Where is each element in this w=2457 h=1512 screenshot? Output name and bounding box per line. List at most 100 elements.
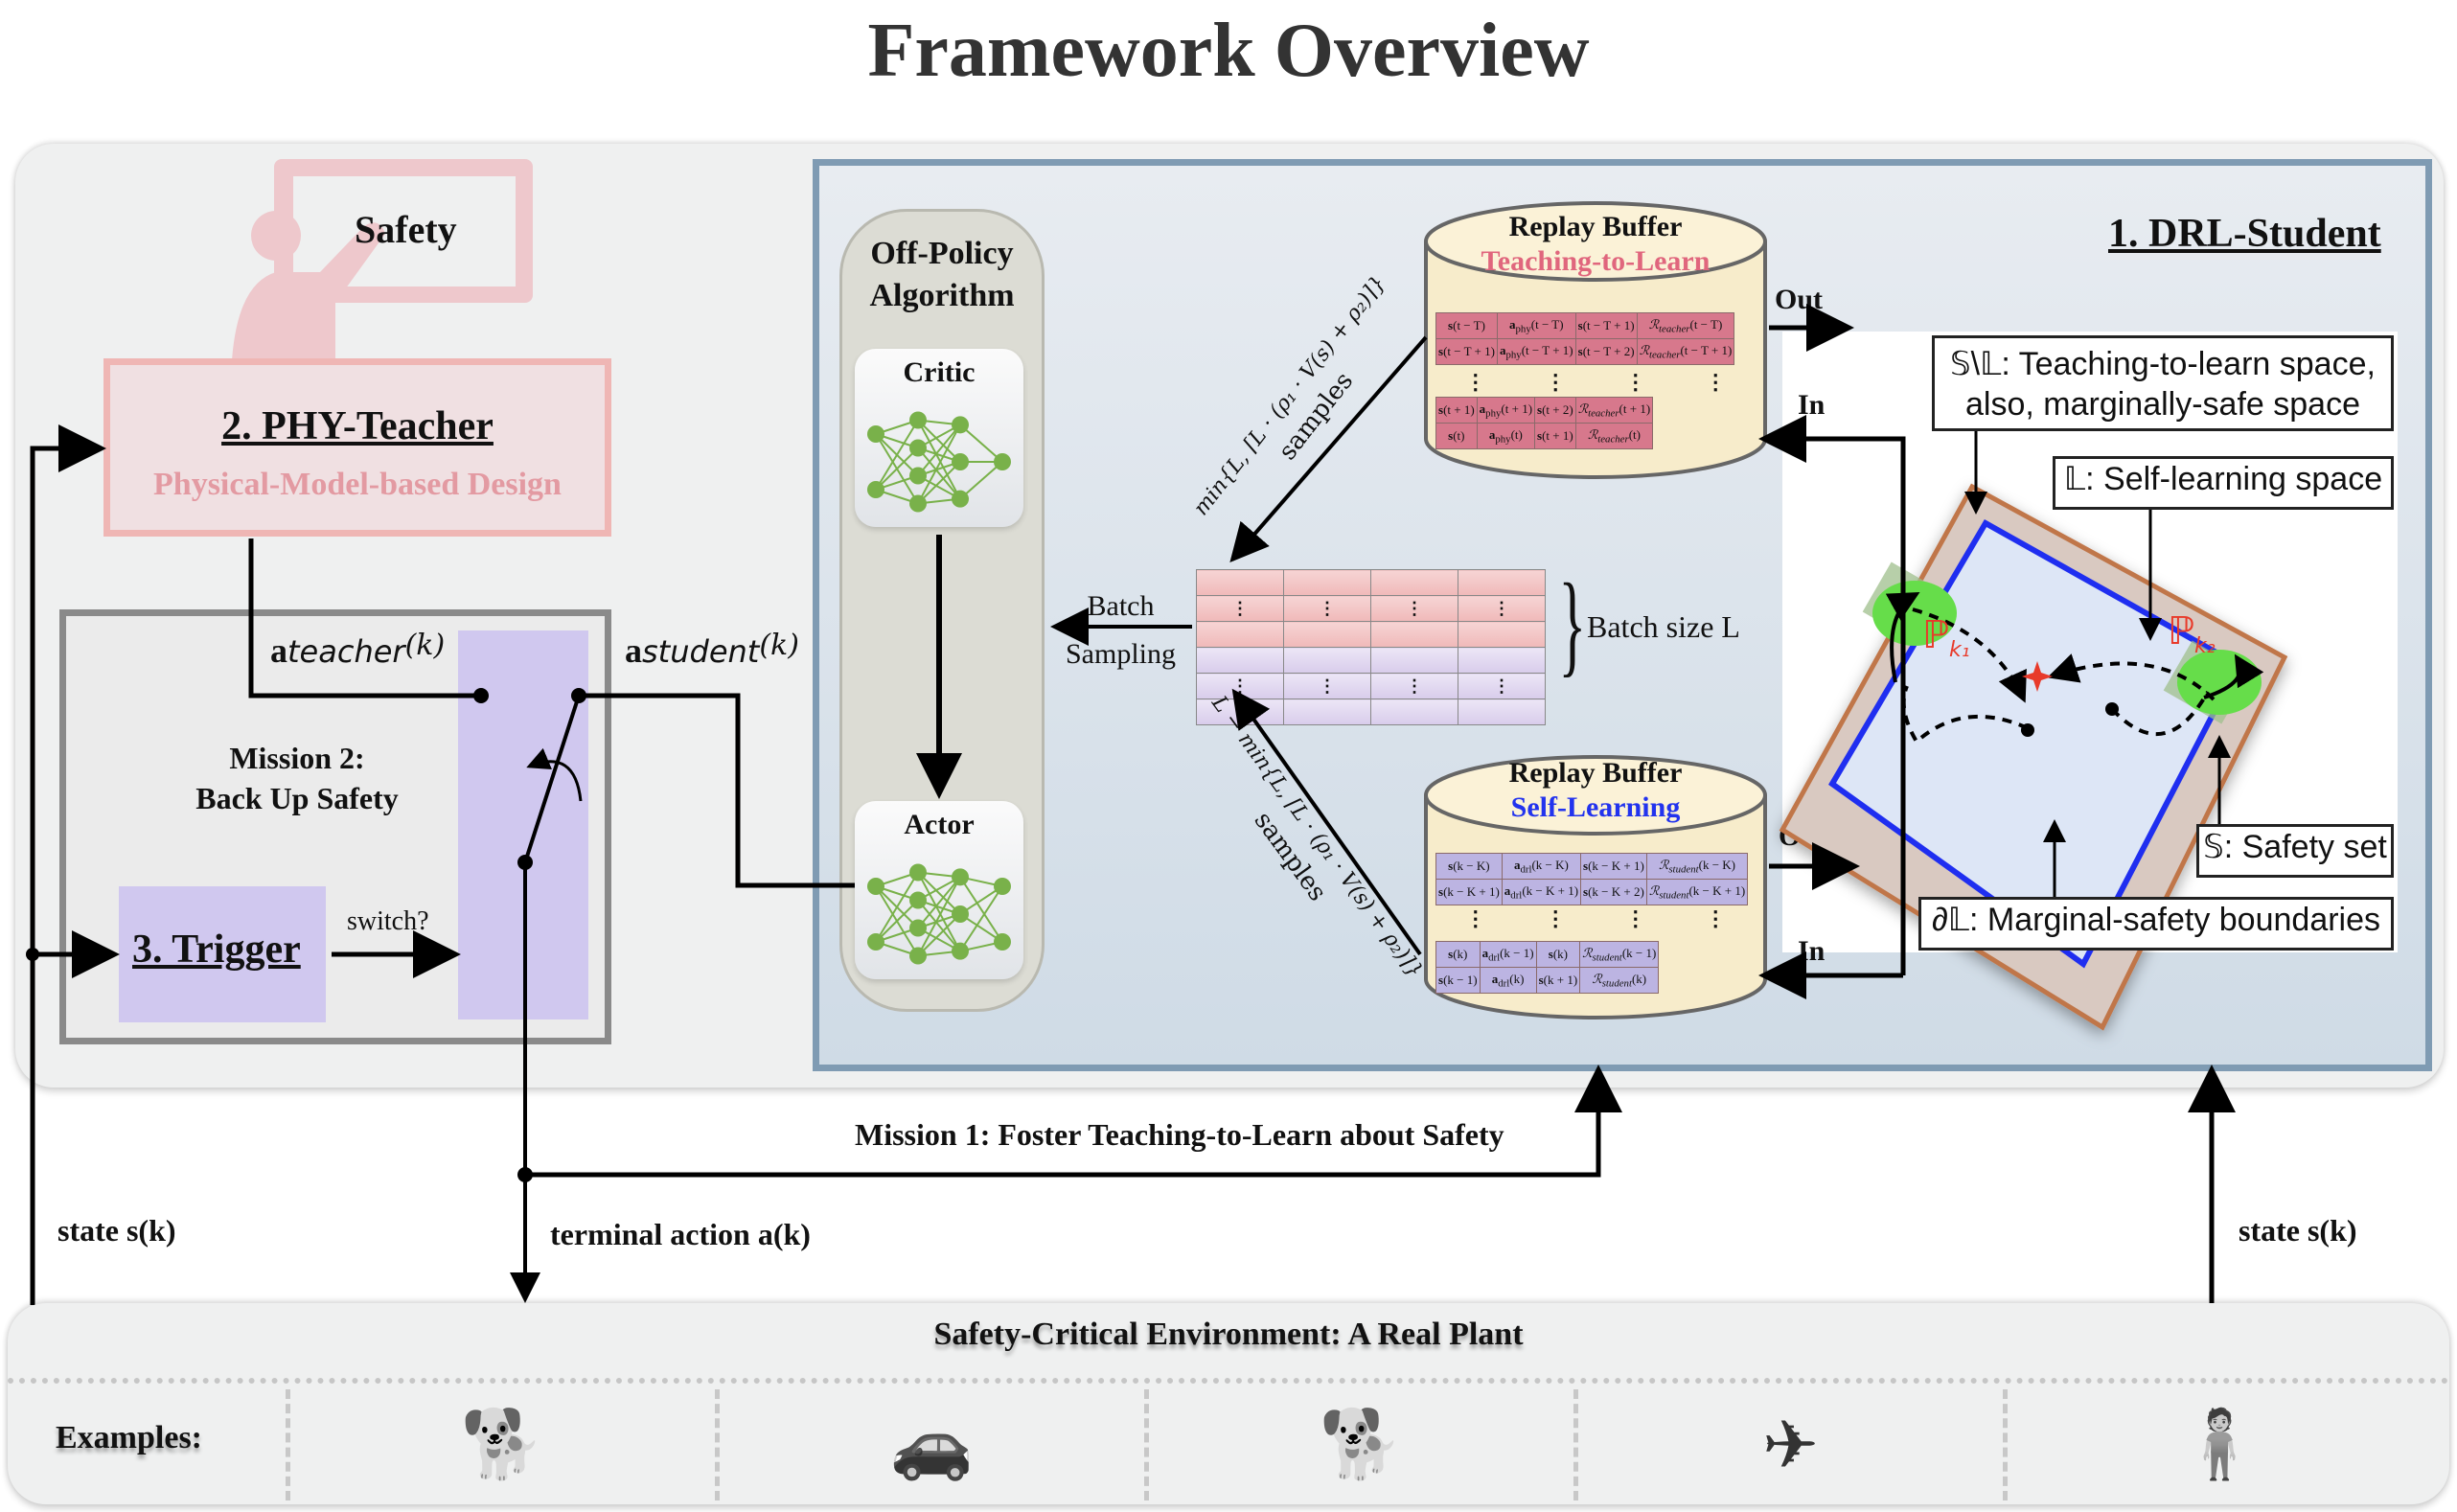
buffer-teach-in-label: In	[1798, 389, 1826, 421]
batch-size-label: Batch size L	[1587, 609, 1740, 644]
self-buffer-cell: s(k − K + 1)	[1435, 879, 1503, 905]
nn-edge	[875, 899, 919, 943]
nn-edge	[875, 447, 919, 491]
nn-edge	[917, 461, 961, 505]
mission2-line2: Back Up Safety	[195, 781, 399, 815]
teach-buffer-cell: s(t)	[1435, 423, 1478, 449]
nn-edge	[917, 913, 961, 957]
nn-node	[994, 453, 1011, 470]
buffer-self-in-label: In	[1798, 935, 1826, 967]
critic-card[interactable]: Critic	[855, 349, 1023, 527]
a-teacher-arg: (k)	[404, 629, 446, 662]
nn-node	[909, 863, 927, 882]
self-buffer-cell: ℛstudent(k − 1)	[1579, 941, 1660, 968]
replay-buffer-self[interactable]: Replay Buffer Self-Learning s(k − K)adrl…	[1422, 753, 1769, 1021]
a-teacher-sub: teacher	[287, 633, 405, 670]
nn-edge	[959, 876, 1003, 943]
pk1-label: ℙk₁	[1922, 613, 1970, 662]
teacher-board-icon: Safety	[220, 159, 537, 360]
pk1-symbol: ℙ	[1922, 613, 1950, 657]
buffer-teach-out-label: Out	[1775, 284, 1824, 315]
batch-line2: Sampling	[1066, 638, 1177, 670]
actor-label: Actor	[904, 809, 975, 840]
teach-buffer-cell: ℛteacher(t)	[1574, 423, 1654, 449]
nn-node	[952, 453, 969, 470]
example-quadruped-robot-black-icon: 🐕	[286, 1389, 715, 1501]
environment-panel: Safety-Critical Environment: A Real Plan…	[8, 1303, 2449, 1504]
nn-edge	[917, 876, 961, 929]
environment-divider	[8, 1378, 2449, 1384]
batch-label: Batch Sampling	[1066, 583, 1176, 678]
nn-node	[867, 933, 884, 951]
nn-edge	[875, 419, 919, 491]
teach-buffer-cell: s(t − T + 1)	[1574, 312, 1638, 339]
buffer-teach-table-bottom: s(t + 1)aphy(t + 1)s(t + 2)ℛteacher(t + …	[1435, 397, 1654, 449]
pk2-symbol: ℙ	[2168, 609, 2195, 653]
actor-network-icon	[867, 863, 1011, 965]
nn-edge	[917, 899, 961, 952]
nn-node	[994, 933, 1011, 951]
buffer-teach-dots: ⋮⋮⋮⋮	[1435, 370, 1756, 395]
batch-table: ⋮⋮⋮⋮ ⋮⋮⋮⋮	[1196, 569, 1546, 725]
example-quadrotor-drone-icon: ✈	[1573, 1389, 2003, 1501]
nn-edge	[917, 424, 961, 504]
pk1-sub: k₁	[1949, 638, 1970, 662]
self-buffer-cell: s(k − K)	[1435, 853, 1503, 880]
teaching-space-line2: also, marginally-safe space	[1965, 386, 2360, 423]
phy-teacher-box[interactable]: 2. PHY-Teacher Physical-Model-based Desi…	[103, 358, 611, 537]
self-buffer-row: s(k − K + 1)adrl(k − K + 1)s(k − K + 2)ℛ…	[1435, 879, 1749, 905]
self-buffer-cell: ℛstudent(k − K + 1)	[1645, 879, 1749, 905]
replay-buffer-teaching[interactable]: Replay Buffer Teaching-to-Learn s(t − T)…	[1422, 199, 1769, 485]
batch-row	[1196, 569, 1546, 596]
nn-edge	[917, 872, 961, 952]
self-buffer-cell: adrl(k)	[1479, 967, 1537, 994]
teach-buffer-row: s(t − T)aphy(t − T)s(t − T + 1)ℛteacher(…	[1435, 312, 1735, 339]
trigger-box[interactable]: 3. Trigger	[119, 886, 326, 1022]
self-learning-space-label: 𝕃: Self-learning space	[2053, 456, 2394, 510]
teaching-space-line1: 𝕊\𝕃: Teaching-to-learn space,	[1950, 346, 2376, 382]
nn-node	[952, 905, 969, 923]
phy-teacher-title: 2. PHY-Teacher	[221, 404, 494, 448]
nn-node	[909, 411, 927, 429]
nn-node	[909, 439, 927, 457]
dots: ⋮	[1624, 906, 1646, 930]
buffer-teach-table-top: s(t − T)aphy(t − T)s(t − T + 1)ℛteacher(…	[1435, 312, 1735, 365]
state-right-label: state s(k)	[2239, 1213, 2357, 1248]
example-humanoid-robot-icon: 🧍	[2003, 1389, 2432, 1501]
nn-edge	[917, 447, 961, 500]
a-student-arg: (k)	[759, 629, 799, 662]
switch-block[interactable]	[458, 630, 588, 1019]
mission2-line1: Mission 2:	[229, 741, 365, 775]
batch-brace: }	[1558, 560, 1587, 687]
actor-card[interactable]: Actor	[855, 801, 1023, 979]
nn-edge	[875, 871, 919, 943]
nn-node	[867, 425, 884, 443]
off-policy-line2: Algorithm	[869, 278, 1015, 313]
teach-buffer-cell: s(t − T)	[1435, 312, 1498, 339]
teach-buffer-cell: aphy(t)	[1476, 423, 1536, 449]
mission2-label: Mission 2: Back Up Safety	[144, 738, 450, 818]
buffer-self-table-top: s(k − K)adrl(k − K)s(k − K + 1)ℛstudent(…	[1435, 853, 1749, 905]
dots: ⋮	[1705, 906, 1727, 930]
self-buffer-cell: s(k − 1)	[1435, 967, 1481, 994]
self-buffer-cell: s(k)	[1435, 941, 1481, 968]
trigger-label: 3. Trigger	[132, 928, 301, 972]
buffer-self-table-bottom: s(k)adrl(k − 1)s(k)ℛstudent(k − 1)s(k − …	[1435, 941, 1660, 994]
teach-buffer-row: s(t + 1)aphy(t + 1)s(t + 2)ℛteacher(t + …	[1435, 397, 1654, 424]
nn-node	[994, 878, 1011, 895]
off-policy-line1: Off-Policy	[870, 236, 1014, 271]
nn-edge	[917, 876, 961, 956]
board-label: Safety	[355, 208, 457, 251]
a-teacher-label: ateacher(k)	[270, 629, 445, 671]
drl-student-title: 1. DRL-Student	[2108, 212, 2381, 256]
teach-buffer-cell: ℛteacher(t − T + 1)	[1636, 338, 1735, 365]
state-left-label: state s(k)	[57, 1213, 176, 1248]
nn-edge	[917, 424, 961, 477]
self-buffer-cell: adrl(k − K + 1)	[1501, 879, 1582, 905]
nn-node	[952, 490, 969, 508]
nn-edge	[959, 424, 1003, 463]
mission1-label: Mission 1: Foster Teaching-to-Learn abou…	[855, 1117, 1504, 1152]
page-title: Framework Overview	[867, 9, 1590, 93]
switch-question-label: switch?	[347, 906, 429, 936]
pk2-label: ℙk₂	[2168, 609, 2216, 658]
